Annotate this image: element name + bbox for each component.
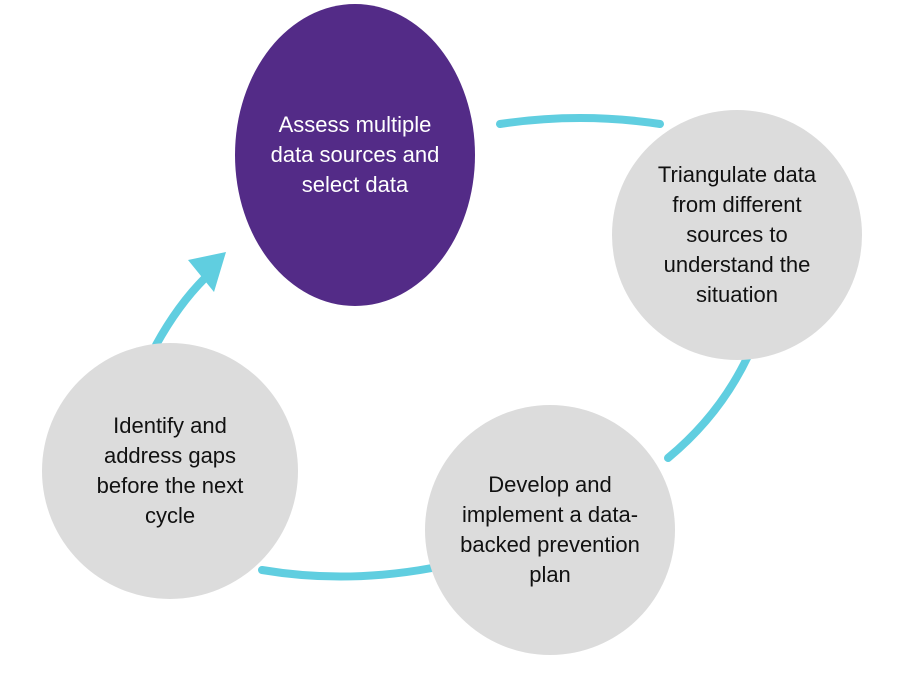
step-triangulate-data: Triangulate data from different sources … xyxy=(612,110,862,360)
connector-step2-to-step3 xyxy=(664,352,752,462)
step-label: Assess multiple data sources and select … xyxy=(270,112,440,197)
step-label: Develop and implement a data-backed prev… xyxy=(460,472,640,587)
step-label: Triangulate data from different sources … xyxy=(657,162,817,307)
connector-step3-to-step4 xyxy=(258,564,436,581)
connector-step1-to-step2 xyxy=(496,114,664,128)
connector-step4-to-step1 xyxy=(152,274,209,349)
step-identify-gaps: Identify and address gaps before the nex… xyxy=(42,343,298,599)
step-develop-prevention-plan: Develop and implement a data-backed prev… xyxy=(425,405,675,655)
step-assess-data-sources: Assess multiple data sources and select … xyxy=(235,4,475,306)
arrowhead-icon xyxy=(188,252,226,292)
step-label: Identify and address gaps before the nex… xyxy=(96,413,244,528)
